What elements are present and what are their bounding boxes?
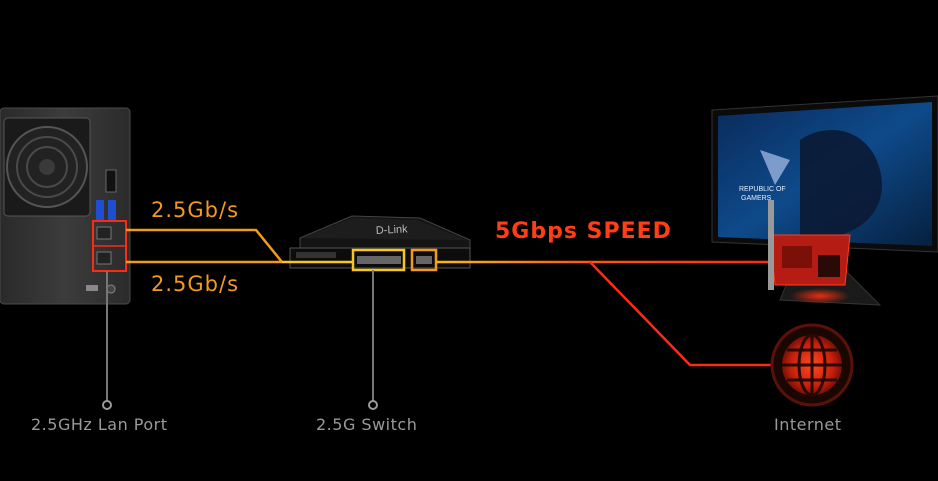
callout-switch — [368, 270, 378, 410]
internet-link — [589, 261, 772, 367]
switch-caption: 2.5G Switch — [316, 415, 418, 434]
nas-caption: 2.5GHz Lan Port — [31, 415, 168, 434]
nas-speed-bottom-label: 2.5Gb/s — [151, 272, 240, 296]
network-card-icon — [768, 200, 851, 290]
globe-icon — [770, 323, 854, 407]
nas-speed-top-label: 2.5Gb/s — [151, 198, 240, 222]
switch-uplink-highlight — [410, 248, 438, 272]
switch-brand: D-Link — [376, 223, 409, 237]
monitor-text-line1: REPUBLIC OF — [739, 186, 786, 193]
nas-link-top — [126, 228, 283, 263]
callout-nas — [102, 271, 112, 410]
nas-device-icon — [0, 107, 131, 305]
switch-ports-highlight — [351, 248, 406, 272]
internet-caption: Internet — [774, 415, 842, 434]
monitor-text-line2: GAMERS — [741, 195, 772, 202]
combined-speed-label: 5Gbps SPEED — [495, 219, 672, 244]
